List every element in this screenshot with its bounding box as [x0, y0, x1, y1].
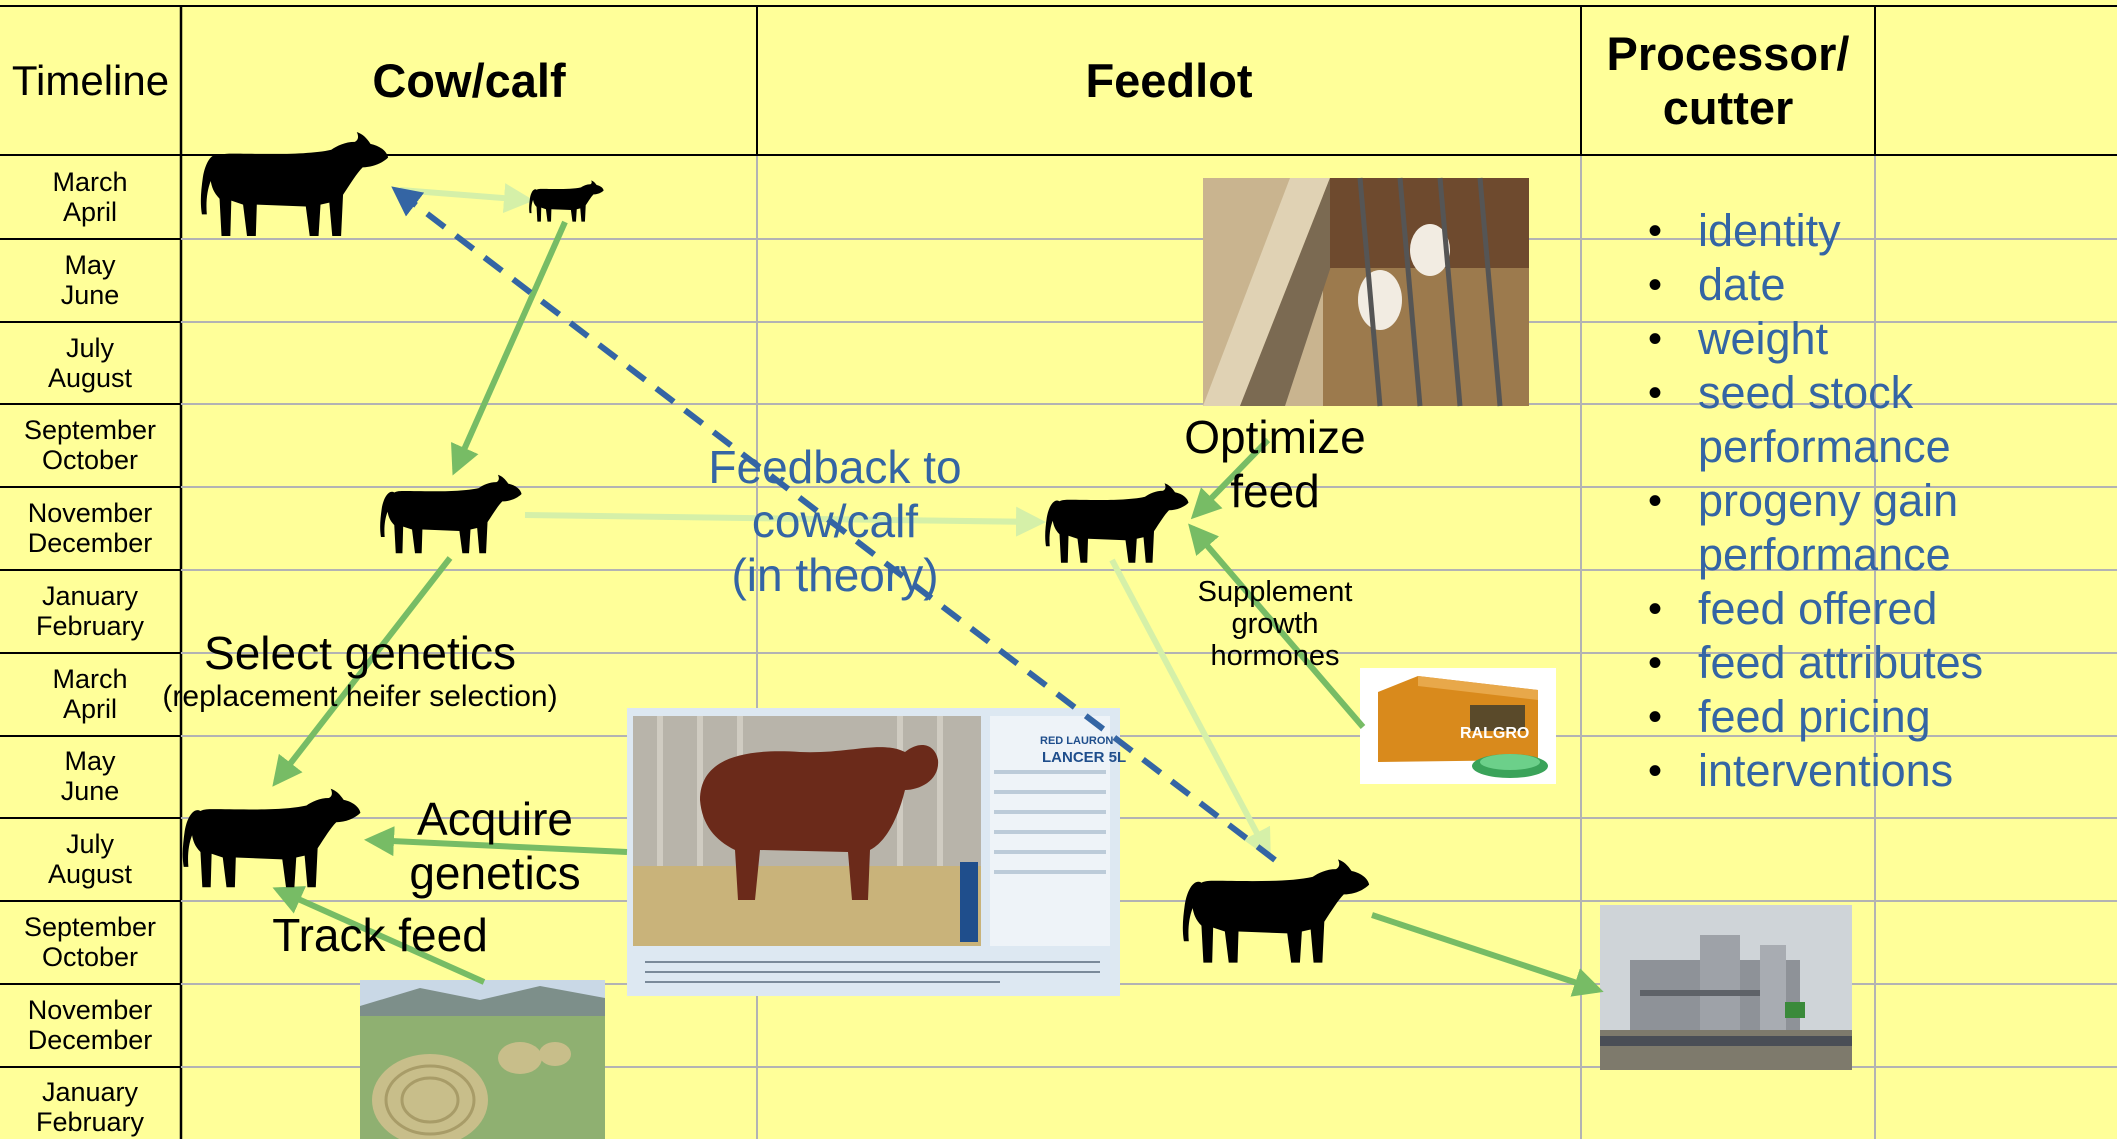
feedback-dashed-arrow	[391, 186, 1277, 863]
supplement-arrow	[1188, 523, 1366, 729]
finished-steer-silhouette-icon	[1182, 859, 1370, 963]
supplement-hormones-label: Supplement growth hormones	[1197, 576, 1353, 672]
timeline-row-3: July August	[47, 333, 133, 393]
timeline-row-2: May June	[60, 250, 120, 310]
timeline-header: Timeline	[11, 57, 170, 104]
timeline-row-1: March April	[52, 167, 128, 227]
bull-sale-card: RED LAURON LANCER 5L	[627, 708, 1126, 996]
replacement-heifer-silhouette-icon	[182, 788, 361, 888]
calf-growth-arrow	[451, 220, 568, 476]
replacement-heifer-label: (replacement heifer selection)	[162, 680, 558, 713]
track-feed-arrow	[272, 886, 486, 985]
processor-item-feed-offered: feed offered	[1648, 582, 2078, 636]
optimize-feed-label: Optimize feed	[1184, 411, 1366, 517]
timeline-row-12: January February	[35, 1077, 145, 1137]
calf-silhouette-icon	[529, 180, 604, 222]
flow-arrows	[272, 183, 1604, 997]
processor-item-feed-attributes: feed attributes	[1648, 636, 2078, 690]
bull-card-name-line1: RED LAURON	[1040, 735, 1113, 747]
ralgro-box-label: RALGRO	[1460, 725, 1529, 742]
feedlot-photo	[1203, 177, 1529, 407]
timeline-row-5: November December	[27, 498, 153, 558]
timeline-row-7: March April	[52, 664, 128, 724]
feedback-label: Feedback to cow/calf (in theory)	[708, 441, 962, 601]
processor-item-weight: weight	[1648, 312, 2078, 366]
timeline-row-4: September October	[23, 415, 157, 475]
cow-to-calf-arrow	[399, 183, 534, 214]
hay-field-photo	[360, 980, 605, 1139]
cowcalf-header: Cow/calf	[372, 54, 566, 107]
timeline-row-10: September October	[23, 912, 157, 972]
processor-item-date: date	[1648, 258, 2078, 312]
processor-item-identity: identity	[1648, 204, 2078, 258]
to-feedlot-arrow	[524, 506, 1046, 537]
to-processor-arrow	[1371, 912, 1604, 997]
acquire-genetics-arrow	[364, 826, 628, 857]
timeline-row-11: November December	[27, 995, 153, 1055]
ralgro-product-photo: RALGRO	[1360, 668, 1556, 784]
feedlot-header: Feedlot	[1085, 54, 1253, 107]
processor-item-feed-pricing: feed pricing	[1648, 690, 2078, 744]
feedlot-finish-arrow	[1109, 558, 1271, 860]
timeline-row-8: May June	[60, 746, 120, 806]
processor-item-interventions: interventions	[1648, 744, 2078, 798]
processor-item-seed-stock: seed stock performance	[1648, 366, 2078, 474]
processor-header: Processor/ cutter	[1606, 27, 1850, 134]
processor-item-progeny-gain: progeny gain performance	[1648, 474, 2078, 582]
processing-plant-photo	[1600, 905, 1852, 1070]
bull-card-name-line2: LANCER 5L	[1042, 749, 1126, 766]
processor-data-list: identity date weight seed stock performa…	[1648, 204, 2078, 798]
select-genetics-label: Select genetics	[204, 627, 516, 679]
select-genetics-arrow	[272, 556, 453, 787]
timeline-row-9: July August	[47, 829, 133, 889]
acquire-genetics-label: Acquire genetics	[409, 793, 581, 899]
timeline-row-6: January February	[35, 581, 145, 641]
optimize-feed-arrow	[1190, 437, 1271, 520]
track-feed-label: Track feed	[272, 909, 488, 961]
